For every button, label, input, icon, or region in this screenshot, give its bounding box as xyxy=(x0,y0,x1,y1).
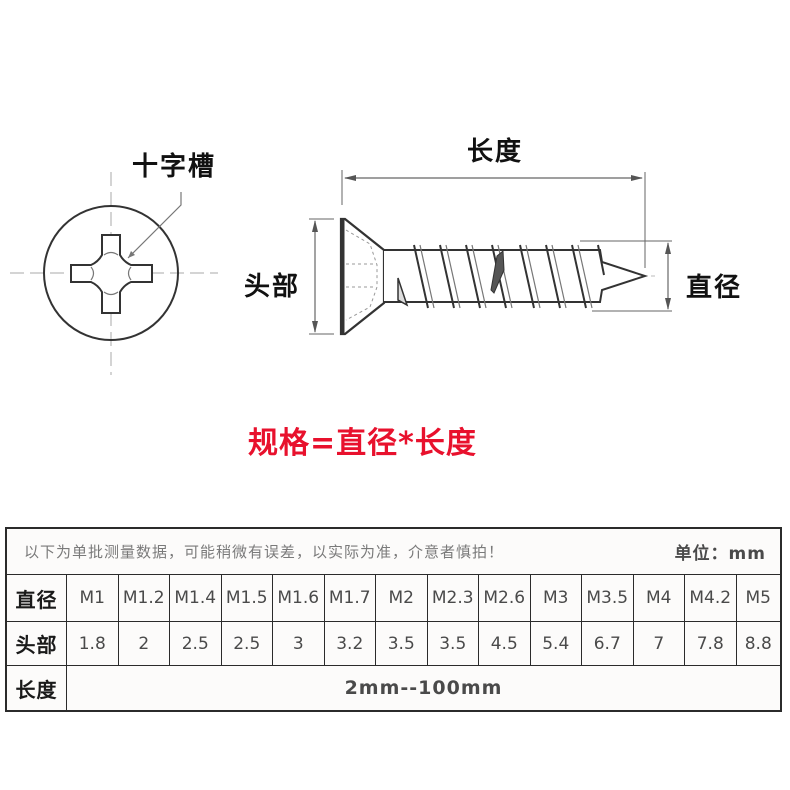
diameter-cell: M5 xyxy=(745,588,771,608)
head-cell: 4.5 xyxy=(479,622,531,665)
head-cell: 1.8 xyxy=(67,622,119,665)
head-cell: 8.8 xyxy=(744,633,772,654)
diameter-cell: M2.3 xyxy=(428,575,479,621)
table-note-row: 以下为单批测量数据，可能稍微有误差，以实际为准，介意者慎拍！ 单位：mm xyxy=(7,529,780,575)
head-cell: 2.5 xyxy=(222,622,273,665)
head-cell: 7.8 xyxy=(685,622,737,665)
length-label: 长度 xyxy=(467,137,524,167)
diameter-cell: M4.2 xyxy=(685,575,737,621)
table-row-diameter: 直径 M1 M1.2 M1.4 M1.5 M1.6 M1.7 M2 M2.3 M… xyxy=(7,575,780,622)
head-cell: 2.5 xyxy=(170,622,222,665)
diameter-cell: M1 xyxy=(67,575,119,621)
head-cell: 3.2 xyxy=(325,622,376,665)
diameter-cell: M1.6 xyxy=(273,575,325,621)
diameter-cell: M1.7 xyxy=(325,575,376,621)
diameter-cell: M4 xyxy=(634,575,685,621)
head-cell: 6.7 xyxy=(582,622,634,665)
head-cell: 3.5 xyxy=(428,622,479,665)
diameter-cell: M1.2 xyxy=(119,575,170,621)
measurement-disclaimer: 以下为单批测量数据，可能稍微有误差，以实际为准，介意者慎拍！ xyxy=(24,543,505,561)
diameter-label: 直径 xyxy=(686,273,743,303)
diameter-cell: M3 xyxy=(531,575,582,621)
screw-diagram: 十字槽 长度 头部 直径 xyxy=(10,137,743,375)
diameter-cell: M2 xyxy=(376,575,428,621)
head-cell: 3 xyxy=(273,622,325,665)
head-label: 头部 xyxy=(244,272,301,302)
table-row-length: 长度 2mm--100mm xyxy=(7,666,780,710)
spec-formula: 规格=直径*长度 xyxy=(248,426,477,461)
table-row-head: 头部 1.8 2 2.5 2.5 3 3.2 3.5 3.5 4.5 5.4 6… xyxy=(7,622,780,666)
head-cell: 3.5 xyxy=(376,622,428,665)
length-range-cell: 2mm--100mm xyxy=(344,677,503,699)
row-header-length: 长度 xyxy=(7,666,67,710)
cross-slot-label: 十字槽 xyxy=(132,152,217,182)
countersunk-self-tapping-screw-side-view-icon xyxy=(309,170,672,336)
row-header-head: 头部 xyxy=(7,622,67,665)
row-header-diameter: 直径 xyxy=(7,575,67,621)
diameter-cell: M3.5 xyxy=(582,575,634,621)
diameter-cell: M1.5 xyxy=(222,575,273,621)
unit-label: 单位：mm xyxy=(674,544,766,564)
diameter-cell: M2.6 xyxy=(479,575,531,621)
phillips-head-top-view-icon xyxy=(10,172,218,375)
spec-table: 以下为单批测量数据，可能稍微有误差，以实际为准，介意者慎拍！ 单位：mm 直径 … xyxy=(5,527,782,712)
head-cell: 5.4 xyxy=(531,622,582,665)
head-cell: 2 xyxy=(119,622,170,665)
diameter-cell: M1.4 xyxy=(170,575,222,621)
screw-drawing xyxy=(10,170,672,375)
head-cell: 7 xyxy=(634,622,685,665)
